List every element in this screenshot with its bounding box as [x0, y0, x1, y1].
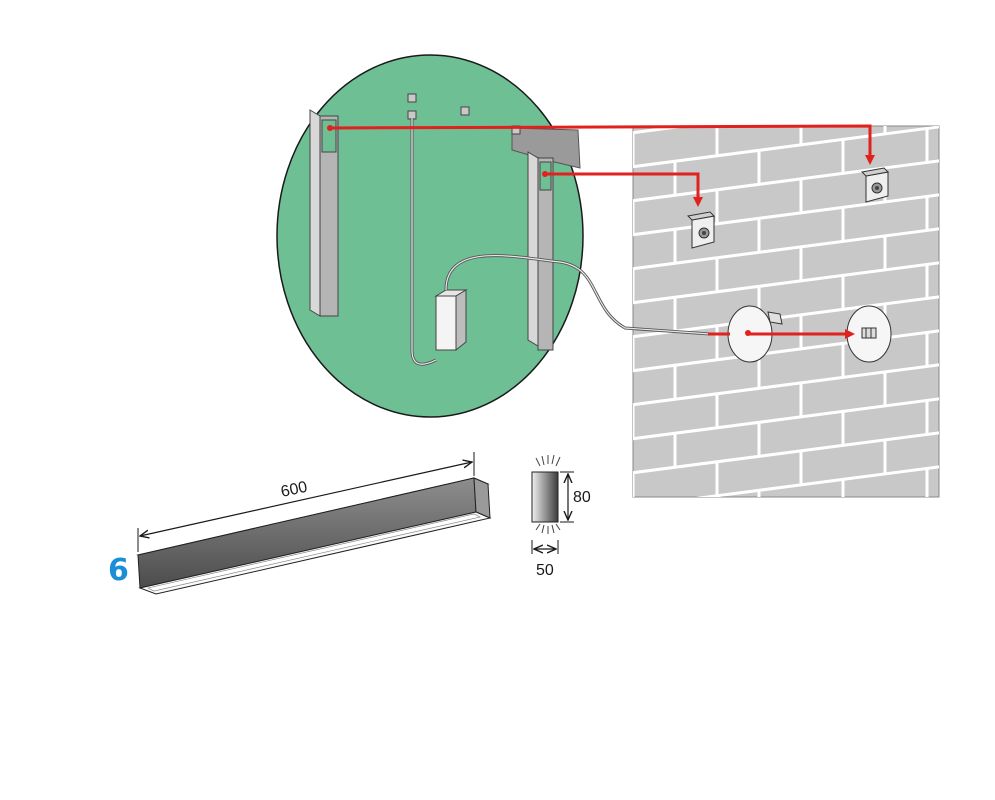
- brick-row-joint: [633, 126, 939, 169]
- brick-row-joint: [623, 24, 949, 66]
- right-mount-bracket: [527, 151, 554, 351]
- lintel-edge: [511, 127, 581, 169]
- mounting-plate-detail: [276, 54, 711, 418]
- length-dimension-line: [140, 462, 472, 536]
- brick-row-joint: [633, 193, 939, 237]
- height-label: 80: [573, 489, 591, 506]
- brick-row-joint: [623, 58, 949, 100]
- brick-wall: [623, 24, 949, 542]
- brick-row-joint: [633, 397, 939, 441]
- cross-section: 80 50: [531, 454, 591, 579]
- brick-row-joint: [623, 500, 949, 542]
- left-mount-bracket: [309, 109, 339, 317]
- light-fixture: 600: [136, 452, 492, 595]
- alignment-arrows: [327, 124, 875, 339]
- arrow-left-bracket-to-clip: [329, 124, 875, 165]
- arrow-right-bracket-to-clip: [545, 172, 703, 207]
- depth-label: 50: [536, 562, 554, 579]
- mounting-plate: [276, 54, 584, 418]
- brick-row-joint: [633, 329, 939, 373]
- led-driver-icon: [434, 289, 468, 352]
- junction-box-icon: [846, 305, 892, 363]
- mounting-clip-icon: [686, 211, 716, 249]
- mounting-clip-icon: [860, 167, 890, 203]
- brick-wall-icon: [623, 24, 949, 542]
- step-number: 6: [108, 553, 129, 588]
- brick-row-joint: [695, 465, 939, 497]
- brick-row-joint: [633, 431, 939, 475]
- brick-row-joint: [633, 261, 939, 305]
- profile-section: [531, 471, 559, 523]
- brick-row-joint: [633, 363, 939, 407]
- length-label: 600: [279, 479, 309, 501]
- brick-row-joint: [633, 159, 939, 203]
- brick-row-joint: [633, 227, 939, 271]
